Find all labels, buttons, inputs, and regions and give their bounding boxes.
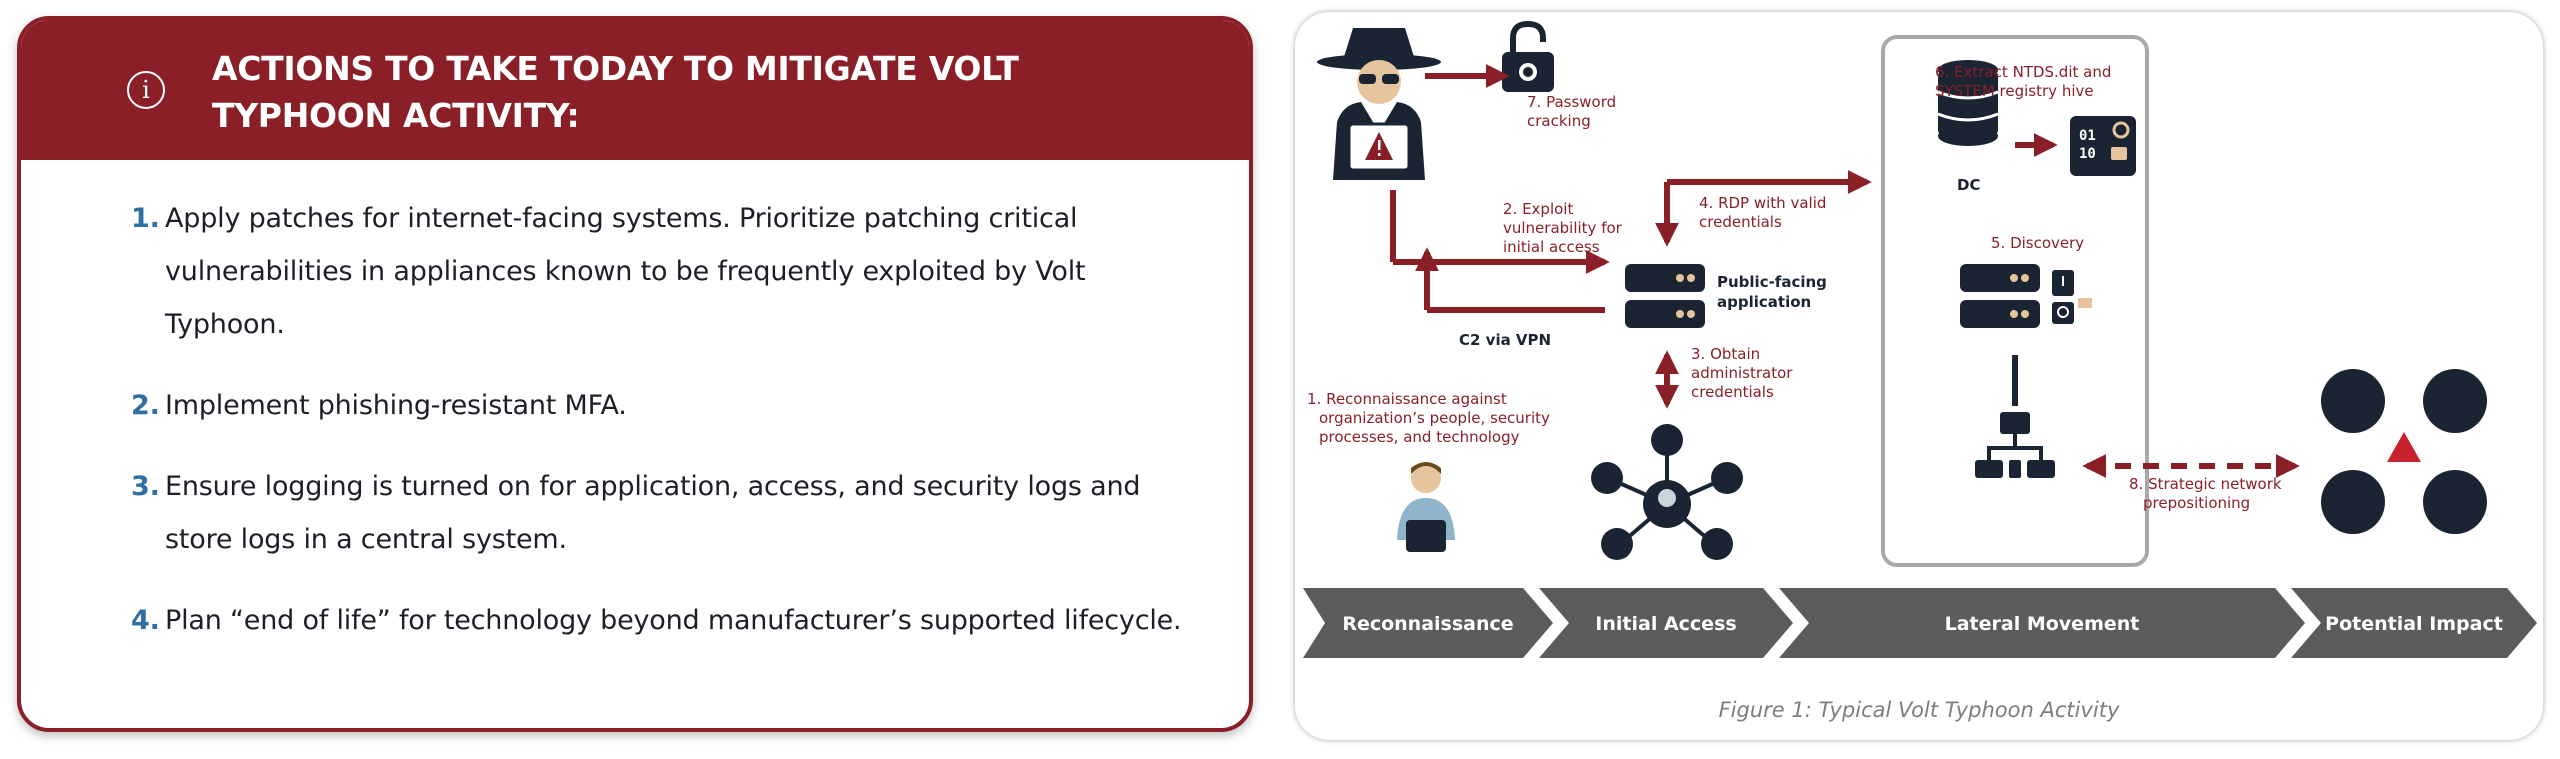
action-text: Plan “end of life” for technology beyond…	[165, 605, 1182, 636]
warning-icon	[2387, 432, 2421, 462]
communications-tower-icon	[2321, 470, 2385, 534]
public-server-icon	[1625, 264, 1705, 328]
figure-caption: Figure 1: Typical Volt Typhoon Activity	[1718, 698, 2120, 722]
phase-reconnaissance	[1303, 588, 1553, 658]
target-person-icon	[1397, 462, 1455, 552]
database-icon	[1937, 60, 1999, 146]
power-plant-icon	[2321, 369, 2385, 433]
phase-bar: Reconnaissance Initial Access Lateral Mo…	[1303, 588, 2537, 658]
action-number: 1.	[131, 203, 160, 234]
water-utility-icon	[2423, 369, 2487, 433]
action-text: Implement phishing-resistant MFA.	[165, 390, 627, 421]
action-number: 4.	[131, 605, 160, 636]
dc-label: DC	[1957, 176, 1980, 194]
phase-potential-impact	[2291, 588, 2537, 658]
threat-actor-icon	[1317, 28, 1441, 180]
credential-file-icon: 01 10	[2070, 116, 2136, 176]
binary-line-1: 01	[2079, 128, 2096, 144]
action-item: 2. Implement phishing-resistant MFA.	[131, 379, 1191, 432]
phase-label: Initial Access	[1595, 613, 1736, 635]
action-number: 3.	[131, 471, 160, 502]
actions-card: i ACTIONS TO TAKE TODAY TO MITIGATE VOLT…	[17, 16, 1253, 732]
actions-title: ACTIONS TO TAKE TODAY TO MITIGATE VOLT T…	[212, 49, 1019, 135]
step-5-label: 5. Discovery	[1991, 234, 2084, 252]
binary-line-2: 10	[2079, 146, 2096, 162]
phase-label: Reconnaissance	[1342, 613, 1513, 635]
action-text: Apply patches for internet-facing system…	[165, 203, 1086, 340]
action-item: 1. Apply patches for internet-facing sys…	[131, 192, 1191, 351]
info-icon: i	[127, 71, 165, 109]
phase-initial-access	[1539, 588, 1793, 658]
action-item: 3. Ensure logging is turned on for appli…	[131, 460, 1191, 566]
discovery-server-icon	[1960, 264, 2092, 328]
c2-vpn-label: C2 via VPN	[1459, 331, 1551, 349]
impact-icons	[2321, 369, 2487, 534]
action-number: 2.	[131, 390, 160, 421]
action-text: Ensure logging is turned on for applicat…	[165, 471, 1141, 555]
user-network-icon	[1591, 424, 1743, 560]
phase-label: Lateral Movement	[1945, 613, 2140, 635]
activity-diagram: 01 10	[1303, 20, 2537, 658]
network-boundary-box	[1881, 35, 2149, 567]
figure-card: 01 10	[1295, 12, 2543, 740]
network-switch-icon	[1975, 412, 2055, 478]
actions-list: 1. Apply patches for internet-facing sys…	[131, 192, 1191, 647]
phase-lateral-movement	[1779, 588, 2305, 658]
transportation-icon	[2423, 470, 2487, 534]
action-item: 4. Plan “end of life” for technology bey…	[131, 594, 1191, 647]
phase-label: Potential Impact	[2325, 613, 2503, 635]
cracked-lock-icon	[1502, 20, 1554, 92]
actions-header: i ACTIONS TO TAKE TODAY TO MITIGATE VOLT…	[21, 20, 1249, 160]
